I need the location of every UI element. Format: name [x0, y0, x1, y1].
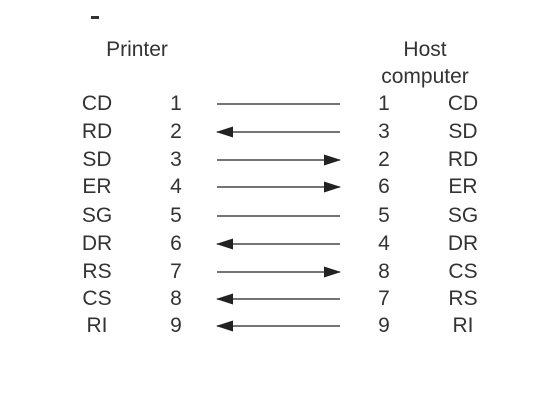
host-header-line1: Host [403, 38, 447, 61]
right-arrow-icon [324, 154, 341, 166]
host-pin-number: 9 [378, 314, 390, 337]
left-arrow-icon [216, 238, 233, 250]
pin-connector [217, 154, 341, 166]
pin-connector [216, 126, 340, 138]
printer-pin-number: 8 [170, 287, 182, 310]
pin-connector [216, 238, 340, 250]
printer-signal-name: RI [86, 314, 108, 337]
printer-signal-name: RS [82, 260, 112, 283]
printer-header: Printer [106, 38, 168, 61]
printer-signal-name: SG [81, 204, 113, 227]
pin-row: ER 4 6 ER [0, 176, 543, 198]
host-signal-name: CD [447, 92, 479, 115]
host-pin-number: 4 [378, 232, 390, 255]
pin-row: RD 2 3 SD [0, 121, 543, 143]
host-signal-name: RI [452, 314, 474, 337]
printer-pin-number: 4 [170, 175, 182, 198]
host-signal-name: SD [448, 120, 478, 143]
host-signal-name: RS [448, 287, 478, 310]
pin-connector [217, 266, 341, 278]
pin-row: RS 7 8 CS [0, 261, 543, 283]
pin-row: DR 6 4 DR [0, 233, 543, 255]
host-signal-name: SG [447, 204, 479, 227]
printer-signal-name: SD [82, 148, 112, 171]
pin-connector [216, 293, 340, 305]
printer-signal-name: RD [81, 120, 113, 143]
pin-connector [217, 181, 341, 193]
host-pin-number: 1 [378, 92, 390, 115]
printer-signal-name: ER [82, 175, 112, 198]
printer-pin-number: 5 [170, 204, 182, 227]
host-pin-number: 2 [378, 148, 390, 171]
host-pin-number: 7 [378, 287, 390, 310]
left-arrow-icon [216, 320, 233, 332]
left-arrow-icon [216, 126, 233, 138]
host-signal-name: ER [448, 175, 478, 198]
pin-connector [217, 215, 340, 217]
pin-row: SD 3 2 RD [0, 149, 543, 171]
pin-row: CS 8 7 RS [0, 288, 543, 310]
host-pin-number: 3 [378, 120, 390, 143]
printer-signal-name: DR [81, 232, 113, 255]
pin-connector [216, 320, 340, 332]
pin-row: SG 5 5 SG [0, 205, 543, 227]
printer-pin-number: 9 [170, 314, 182, 337]
top-dash-mark [91, 16, 99, 19]
host-pin-number: 8 [378, 260, 390, 283]
printer-pin-number: 2 [170, 120, 182, 143]
host-pin-number: 5 [378, 204, 390, 227]
printer-pin-number: 3 [170, 148, 182, 171]
host-header-line2: computer [381, 65, 469, 88]
host-pin-number: 6 [378, 175, 390, 198]
right-arrow-icon [324, 266, 341, 278]
printer-signal-name: CD [81, 92, 113, 115]
printer-pin-number: 6 [170, 232, 182, 255]
host-signal-name: CS [448, 260, 478, 283]
host-signal-name: RD [447, 148, 479, 171]
pin-connector [217, 103, 340, 105]
left-arrow-icon [216, 293, 233, 305]
printer-signal-name: CS [82, 287, 112, 310]
printer-pin-number: 7 [170, 260, 182, 283]
pin-row: RI 9 9 RI [0, 315, 543, 337]
pin-row: CD 1 1 CD [0, 93, 543, 115]
host-signal-name: DR [447, 232, 479, 255]
printer-pin-number: 1 [170, 92, 182, 115]
right-arrow-icon [324, 181, 341, 193]
